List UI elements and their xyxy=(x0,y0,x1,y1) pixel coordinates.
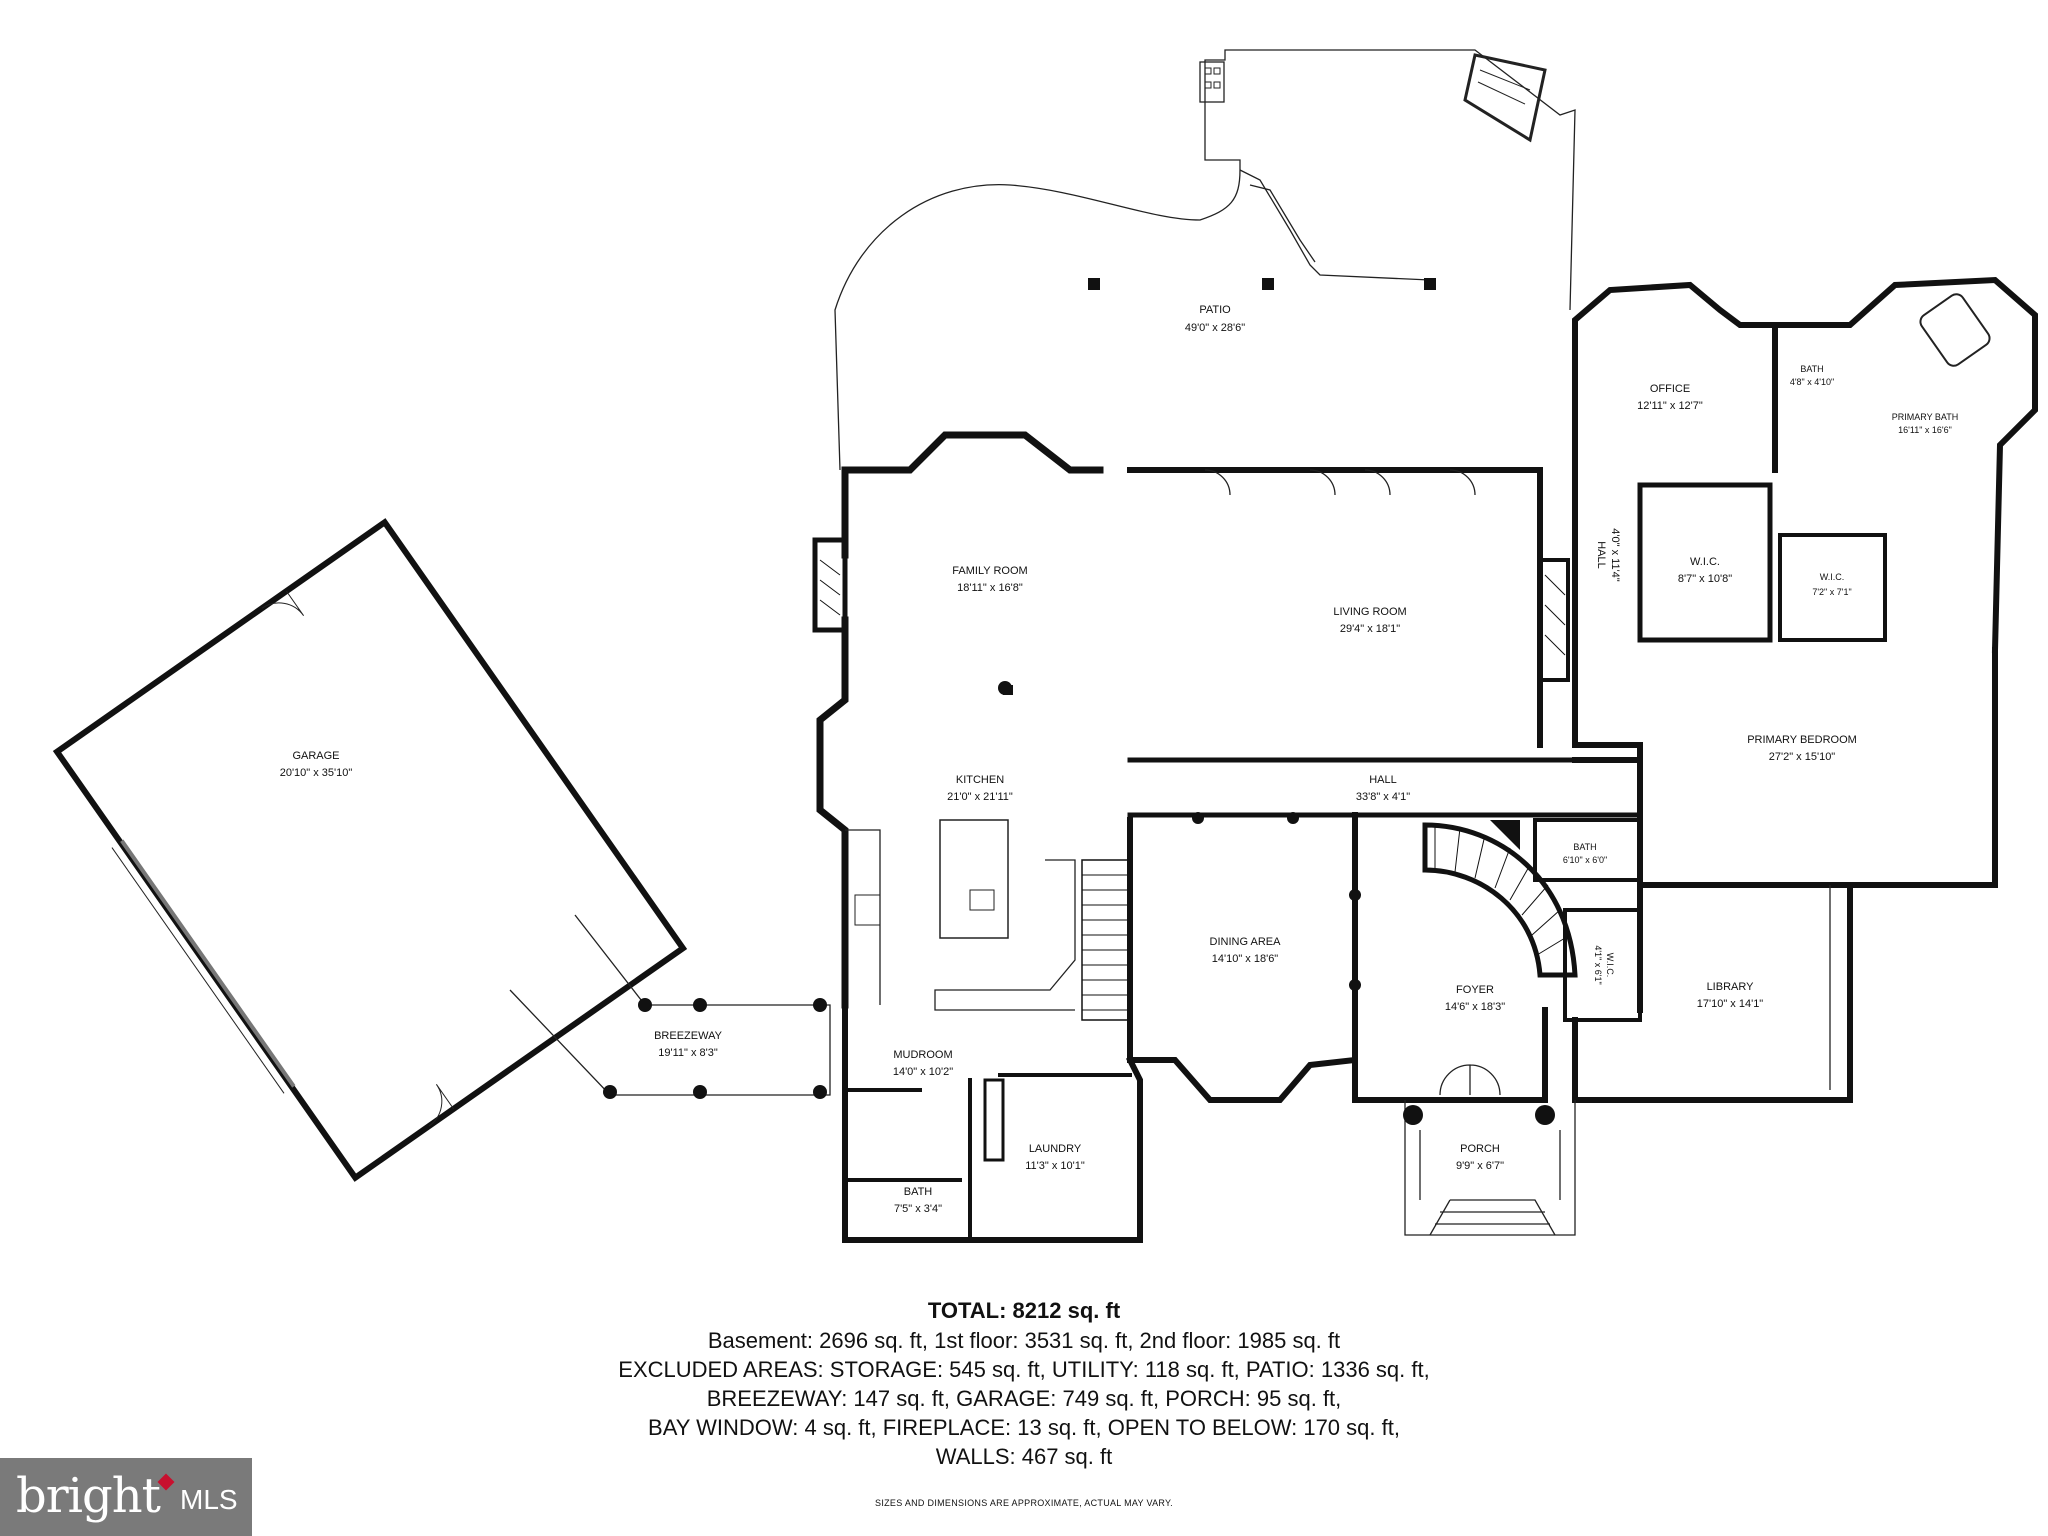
room-dim-garage: 20'10" x 35'10" xyxy=(280,767,353,779)
summary-line-3: BREEZEWAY: 147 sq. ft, GARAGE: 749 sq. f… xyxy=(706,1386,1342,1411)
room-name-hall-vertical: HALL xyxy=(1595,541,1607,569)
room-dim-wic-1: 8'7" x 10'8" xyxy=(1678,573,1732,585)
room-name-upper-bath: BATH xyxy=(1800,364,1823,374)
room-dim-foyer: 14'6" x 18'3" xyxy=(1445,1001,1505,1013)
area-summary: TOTAL: 8212 sq. ft Basement: 2696 sq. ft… xyxy=(0,1296,2048,1471)
room-dim-library: 17'10" x 14'1" xyxy=(1697,998,1764,1010)
room-dim-wic-3: 4'1" x 6'1" xyxy=(1593,945,1603,984)
stairs xyxy=(1081,859,1131,1021)
room-dim-hall-vertical: 4'0" x 11'4" xyxy=(1609,528,1621,581)
summary-line-5: WALLS: 467 sq. ft xyxy=(935,1444,1113,1469)
summary-line-4: BAY WINDOW: 4 sq. ft, FIREPLACE: 13 sq. … xyxy=(648,1415,1400,1440)
room-name-mudroom: MUDROOM xyxy=(893,1049,952,1061)
logo-accent-icon xyxy=(157,1473,175,1491)
logo-suffix: MLS xyxy=(180,1484,238,1515)
room-dim-living-room: 29'4" x 18'1" xyxy=(1340,623,1400,635)
floor-plan: PATIO 49'0" x 28'6" OFFICE 12'11" x 12'7… xyxy=(52,49,2038,1243)
room-dim-kitchen: 21'0" x 21'11" xyxy=(947,791,1013,803)
room-name-primary-bath: PRIMARY BATH xyxy=(1892,412,1959,422)
logo-brand: bright xyxy=(16,1468,161,1524)
room-dim-breezeway: 19'11" x 8'3" xyxy=(658,1047,718,1059)
room-name-library: LIBRARY xyxy=(1707,981,1755,993)
room-name-breezeway: BREEZEWAY xyxy=(654,1030,723,1042)
bright-mls-logo: bright MLS xyxy=(0,1458,252,1536)
garage-outline xyxy=(52,518,688,1182)
room-name-family-room: FAMILY ROOM xyxy=(952,565,1027,577)
room-name-primary-bedroom: PRIMARY BEDROOM xyxy=(1747,734,1857,746)
room-dim-hall-main: 33'8" x 4'1" xyxy=(1356,791,1410,803)
breezeway-outline xyxy=(509,914,831,1099)
room-dim-office: 12'11" x 12'7" xyxy=(1637,400,1703,412)
summary-total: TOTAL: 8212 sq. ft xyxy=(927,1298,1121,1323)
room-dim-wic-2: 7'2" x 7'1" xyxy=(1812,587,1851,597)
room-name-wic-3: W.I.C. xyxy=(1605,953,1615,978)
room-name-office: OFFICE xyxy=(1650,383,1690,395)
room-dim-upper-bath: 4'8" x 4'10" xyxy=(1790,377,1834,387)
room-name-hall-main: HALL xyxy=(1369,774,1397,786)
room-name-laundry: LAUNDRY xyxy=(1029,1143,1082,1155)
room-dim-dining-area: 14'10" x 18'6" xyxy=(1212,953,1279,965)
disclaimer: SIZES AND DIMENSIONS ARE APPROXIMATE, AC… xyxy=(875,1498,1173,1508)
room-name-foyer: FOYER xyxy=(1456,984,1494,996)
room-dim-laundry: 11'3" x 10'1" xyxy=(1025,1160,1085,1172)
room-dim-porch: 9'9" x 6'7" xyxy=(1456,1160,1504,1172)
room-name-living-room: LIVING ROOM xyxy=(1333,606,1406,618)
room-name-wic-2: W.I.C. xyxy=(1820,572,1845,582)
room-dim-bath-lower: 7'5" x 3'4" xyxy=(894,1203,942,1215)
room-dim-primary-bath: 16'11" x 16'6" xyxy=(1898,425,1952,435)
room-name-porch: PORCH xyxy=(1460,1143,1500,1155)
room-dim-primary-bedroom: 27'2" x 15'10" xyxy=(1769,751,1836,763)
room-dim-bath-foyer: 6'10" x 6'0" xyxy=(1563,855,1607,865)
room-dim-family-room: 18'11" x 16'8" xyxy=(957,582,1023,594)
summary-line-1: Basement: 2696 sq. ft, 1st floor: 3531 s… xyxy=(707,1328,1341,1353)
room-dim-mudroom: 14'0" x 10'2" xyxy=(893,1066,953,1078)
summary-line-2: EXCLUDED AREAS: STORAGE: 545 sq. ft, UTI… xyxy=(618,1357,1430,1382)
house-walls xyxy=(812,276,2038,1243)
room-name-patio: PATIO xyxy=(1199,304,1231,316)
room-name-bath-lower: BATH xyxy=(904,1186,933,1198)
room-dim-patio: 49'0" x 28'6" xyxy=(1185,322,1245,334)
room-name-dining-area: DINING AREA xyxy=(1210,936,1282,948)
room-name-garage: GARAGE xyxy=(292,750,339,762)
patio-outline xyxy=(834,49,1576,471)
room-labels: PATIO 49'0" x 28'6" OFFICE 12'11" x 12'7… xyxy=(280,304,1959,1215)
room-name-wic-1: W.I.C. xyxy=(1690,556,1720,568)
room-name-kitchen: KITCHEN xyxy=(956,774,1004,786)
room-name-bath-foyer: BATH xyxy=(1573,842,1596,852)
